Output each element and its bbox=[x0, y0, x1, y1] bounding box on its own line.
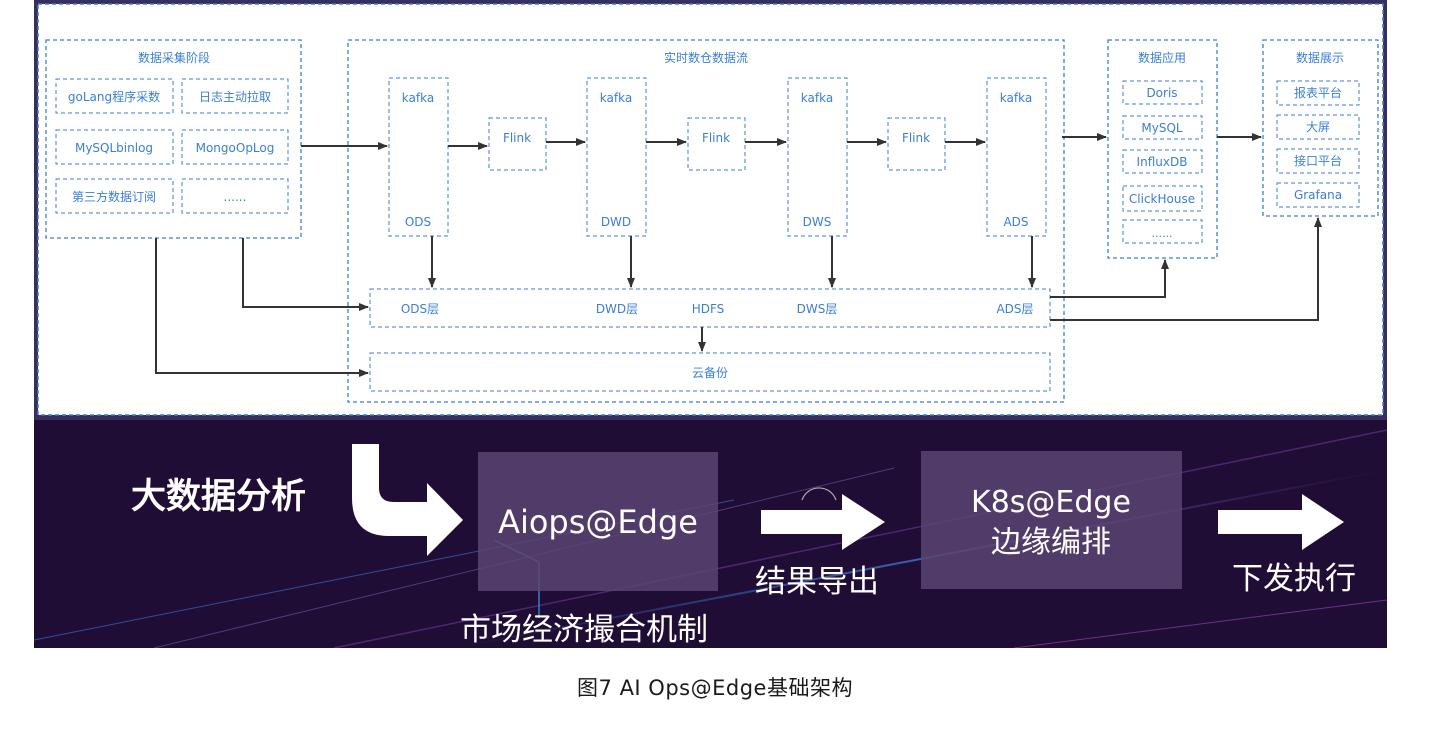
flink-3: Flink bbox=[887, 117, 946, 171]
svg-text:kafka: kafka bbox=[600, 91, 632, 105]
svg-text:大屏: 大屏 bbox=[1306, 120, 1330, 134]
svg-text:云备份: 云备份 bbox=[692, 366, 728, 380]
svg-text:第三方数据订阅: 第三方数据订阅 bbox=[72, 189, 156, 204]
svg-text:......: ...... bbox=[224, 190, 247, 204]
svg-text:HDFS: HDFS bbox=[692, 302, 725, 316]
svg-text:DWD层: DWD层 bbox=[596, 302, 638, 316]
flink-2: Flink bbox=[687, 117, 746, 171]
svg-text:kafka: kafka bbox=[1000, 91, 1032, 105]
step-export-results: 结果导出 bbox=[755, 564, 879, 600]
curved-arrow-icon bbox=[352, 444, 463, 556]
market-mechanism-label: 市场经济撮合机制 bbox=[460, 612, 708, 648]
svg-text:DWD: DWD bbox=[601, 215, 631, 229]
realtime-title: 实时数仓数据流 bbox=[664, 50, 748, 65]
collection-title: 数据采集阶段 bbox=[138, 50, 210, 65]
svg-text:数据应用: 数据应用 bbox=[1138, 50, 1186, 65]
data-application: 数据应用 Doris MySQL InfluxDB ClickHouse ...… bbox=[1107, 39, 1218, 259]
svg-text:ClickHouse: ClickHouse bbox=[1129, 192, 1195, 206]
svg-text:Aiops@Edge: Aiops@Edge bbox=[498, 503, 698, 541]
svg-text:接口平台: 接口平台 bbox=[1294, 153, 1342, 168]
step-bigdata-analysis: 大数据分析 bbox=[131, 477, 306, 517]
app-item: ClickHouse bbox=[1122, 185, 1203, 212]
cloud-backup: 云备份 bbox=[369, 352, 1051, 392]
svg-text:边缘编排: 边缘编排 bbox=[991, 525, 1111, 560]
right-arrow-icon bbox=[761, 494, 885, 550]
source-box: MongoOpLog bbox=[181, 129, 289, 165]
svg-text:kafka: kafka bbox=[801, 91, 833, 105]
app-item: Doris bbox=[1122, 80, 1203, 105]
svg-text:goLang程序采数: goLang程序采数 bbox=[68, 89, 160, 104]
svg-text:Flink: Flink bbox=[702, 131, 730, 145]
svg-text:ADS: ADS bbox=[1003, 215, 1028, 229]
right-arrow-icon bbox=[1218, 494, 1344, 550]
bottom-section: 大数据分析 Aiops@Edge 市场经济撮合机制 结果导出 K8s@Edge … bbox=[34, 420, 1387, 648]
display-item: 报表平台 bbox=[1276, 80, 1360, 106]
app-item: InfluxDB bbox=[1122, 149, 1203, 174]
flow-arrows bbox=[155, 133, 1322, 377]
source-box: MySQLbinlog bbox=[55, 129, 174, 165]
display-item: 大屏 bbox=[1276, 114, 1360, 140]
svg-text:Grafana: Grafana bbox=[1294, 188, 1342, 202]
svg-text:K8s@Edge: K8s@Edge bbox=[971, 485, 1131, 520]
display-item: 接口平台 bbox=[1276, 148, 1360, 174]
svg-text:InfluxDB: InfluxDB bbox=[1137, 155, 1188, 169]
svg-text:MySQL: MySQL bbox=[1141, 121, 1183, 135]
svg-text:ODS: ODS bbox=[405, 215, 431, 229]
svg-text:kafka: kafka bbox=[402, 91, 434, 105]
svg-text:ADS层: ADS层 bbox=[996, 302, 1033, 316]
svg-text:ODS层: ODS层 bbox=[401, 302, 439, 316]
svg-text:DWS层: DWS层 bbox=[797, 302, 838, 316]
svg-text:Flink: Flink bbox=[902, 131, 930, 145]
source-box: goLang程序采数 bbox=[55, 78, 174, 114]
architecture-figure: 数据采集阶段 goLang程序采数 日志主动拉取 MySQLbinlog Mon… bbox=[34, 0, 1387, 648]
app-item: ...... bbox=[1122, 219, 1203, 244]
svg-text:MongoOpLog: MongoOpLog bbox=[196, 141, 275, 155]
svg-text:日志主动拉取: 日志主动拉取 bbox=[199, 89, 271, 104]
svg-text:DWS: DWS bbox=[803, 215, 832, 229]
svg-text:MySQLbinlog: MySQLbinlog bbox=[75, 141, 153, 155]
hdfs-row: ODS层 DWD层 HDFS DWS层 ADS层 bbox=[369, 288, 1051, 328]
aiops-edge-box: Aiops@Edge bbox=[478, 452, 718, 591]
svg-text:报表平台: 报表平台 bbox=[1294, 85, 1342, 100]
source-box: 第三方数据订阅 bbox=[55, 178, 174, 214]
svg-text:......: ...... bbox=[1152, 227, 1173, 240]
source-box: ...... bbox=[181, 178, 289, 214]
collection-stage: 数据采集阶段 goLang程序采数 日志主动拉取 MySQLbinlog Mon… bbox=[45, 39, 302, 239]
svg-text:Flink: Flink bbox=[503, 131, 531, 145]
flink-1: Flink bbox=[488, 117, 547, 171]
svg-text:数据展示: 数据展示 bbox=[1296, 50, 1344, 65]
source-box: 日志主动拉取 bbox=[181, 78, 289, 114]
k8s-edge-box: K8s@Edge 边缘编排 bbox=[921, 451, 1182, 589]
data-display: 数据展示 报表平台 大屏 接口平台 Grafana bbox=[1262, 39, 1379, 217]
svg-text:Doris: Doris bbox=[1146, 86, 1177, 100]
step-dispatch-execute: 下发执行 bbox=[1232, 561, 1356, 597]
app-item: MySQL bbox=[1122, 115, 1203, 140]
display-item: Grafana bbox=[1276, 182, 1360, 208]
figure-caption: 图7 AI Ops@Edge基础架构 bbox=[577, 676, 853, 700]
